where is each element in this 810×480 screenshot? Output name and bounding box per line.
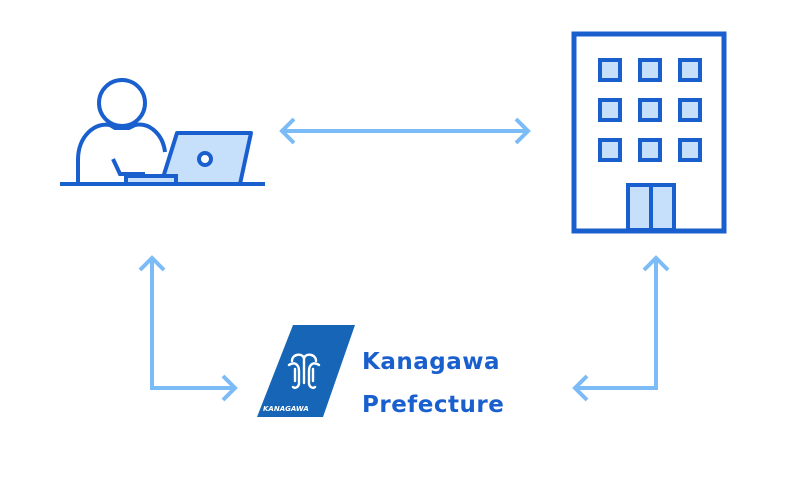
office-building-icon <box>571 31 727 234</box>
user-prefecture-connector <box>135 252 245 402</box>
bidirectional-arrow-icon <box>279 117 531 145</box>
person-at-laptop-icon <box>60 78 265 186</box>
logo-parallelogram <box>257 325 355 417</box>
person-head <box>97 78 147 128</box>
laptop-base <box>124 174 178 186</box>
prefecture-node: KANAGAWA <box>255 325 355 417</box>
logo-caption: KANAGAWA <box>263 405 309 413</box>
elbow-arrow-icon <box>138 255 238 402</box>
person-arm <box>111 158 145 176</box>
kanagawa-emblem-icon <box>287 353 321 389</box>
laptop-logo-dot <box>197 151 213 167</box>
office-node <box>570 30 730 235</box>
building-windows <box>598 58 702 162</box>
user-office-connector <box>278 116 532 146</box>
user-node <box>55 70 270 195</box>
elbow-arrow-icon <box>572 255 670 402</box>
kanagawa-prefecture-logo: KANAGAWA <box>257 325 355 417</box>
office-prefecture-connector <box>565 252 675 402</box>
person-body <box>76 122 167 184</box>
prefecture-name-line1: Kanagawa <box>362 349 500 375</box>
building-door <box>626 183 676 232</box>
prefecture-name-line2: Prefecture <box>362 392 505 418</box>
